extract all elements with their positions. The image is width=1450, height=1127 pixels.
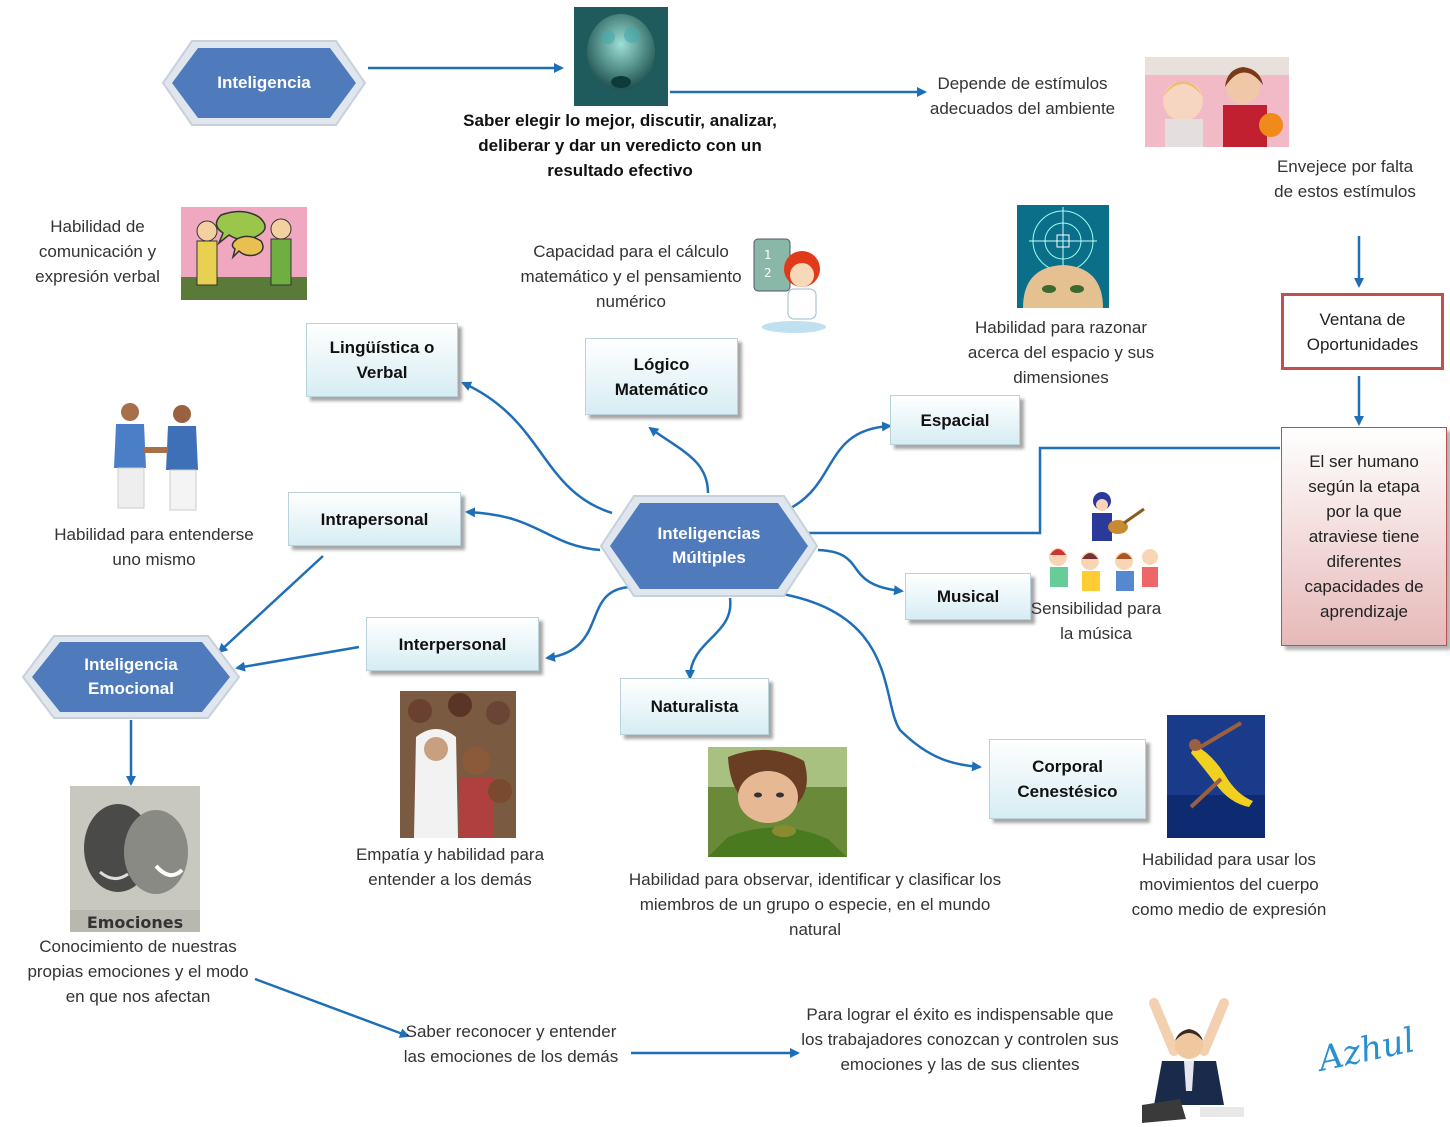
node-logico: Lógico Matemático [585, 338, 738, 415]
conocimiento-text: Conocimiento de nuestras propias emocion… [27, 937, 249, 1006]
arrow-interpersonal-to-emocional [235, 645, 360, 672]
brain-head-image [574, 7, 668, 106]
arrow-multiples-to-logico [648, 426, 710, 494]
node-ventana-oportunidades: Ventana de Oportunidades [1281, 293, 1444, 370]
node-linguistica: Lingüística o Verbal [306, 323, 458, 397]
movimientos-text: Habilidad para usar los movimientos del … [1131, 850, 1327, 919]
arrow-multiples-to-linguistica [461, 381, 613, 515]
musica-text: Sensibilidad para la música [1030, 599, 1162, 643]
saber-elegir-text: Saber elegir lo mejor, discutir, analiza… [463, 111, 777, 180]
emociones-caption: Emociones [87, 913, 183, 932]
node-musical: Musical [905, 573, 1031, 620]
envejece-text: Envejece por falta de estos estímulos [1274, 157, 1416, 201]
node-naturalista: Naturalista [620, 678, 769, 735]
empathy-crowd-photo [400, 691, 516, 838]
arrow-multiples-to-corporal [769, 590, 982, 772]
hexagon-shape [21, 635, 241, 719]
arrow-multiples-to-intrapersonal [465, 507, 601, 552]
depende-text: Depende de estímulos adecuados del ambie… [929, 74, 1116, 118]
node-inteligencias-multiples: Inteligencias Múltiples [598, 493, 820, 599]
emociones-face-image: Emociones [70, 786, 200, 932]
arrow-multiples-to-naturalista [685, 597, 732, 680]
handshake-image [100, 398, 215, 515]
emocional-label: Inteligencia Emocional [84, 655, 178, 698]
node-intrapersonal: Intrapersonal [288, 492, 461, 546]
dancer-photo [1167, 715, 1265, 838]
reconocer-text: Saber reconocer y entender las emociones… [403, 1022, 619, 1066]
arrow-ser-to-multiples [795, 446, 1280, 538]
exito-text: Para lograr el éxito es indispensable qu… [801, 1005, 1119, 1074]
node-corporal: Corporal Cenestésico [989, 739, 1146, 819]
hexagon-shape [161, 40, 367, 126]
node-inteligencia: Inteligencia [160, 38, 368, 128]
node-inteligencia-emocional: Inteligencia Emocional [20, 633, 242, 721]
arrow-intrapersonal-to-emocional [217, 555, 324, 654]
boy-nature-photo [708, 747, 847, 857]
music-children-image [1044, 487, 1162, 595]
arrow-multiples-to-musical [817, 548, 904, 596]
arrow-multiples-to-espacial [779, 421, 892, 515]
hexagon-shape [599, 495, 819, 597]
empatia-text: Empatía y habilidad para entender a los … [355, 845, 545, 889]
inteligencia-label: Inteligencia [217, 73, 311, 92]
observar-text: Habilidad para observar, identificar y c… [628, 870, 1002, 939]
node-espacial: Espacial [890, 395, 1020, 445]
math-child-image: 1 2 [750, 231, 832, 336]
businessman-image [1120, 995, 1258, 1127]
calculo-text: Capacidad para el cálculo matemático y e… [520, 242, 742, 311]
multiples-label: Inteligencias Múltiples [657, 524, 761, 567]
node-interpersonal: Interpersonal [366, 617, 539, 671]
mother-child-photo [1145, 57, 1289, 147]
node-ser-humano: El ser humano según la etapa por la que … [1281, 427, 1447, 646]
razonar-text: Habilidad para razonar acerca del espaci… [967, 318, 1155, 387]
arrow-conocimiento-to-reconocer [254, 977, 410, 1038]
svg-text:1: 1 [764, 248, 772, 262]
conversation-image [181, 207, 307, 300]
spatial-face-image [1017, 205, 1109, 308]
entenderse-text: Habilidad para entenderse uno mismo [54, 525, 254, 569]
arrow-multiples-to-interpersonal [545, 585, 631, 662]
comunicacion-text: Habilidad de comunicación y expresión ve… [35, 217, 160, 286]
svg-text:2: 2 [764, 266, 772, 280]
